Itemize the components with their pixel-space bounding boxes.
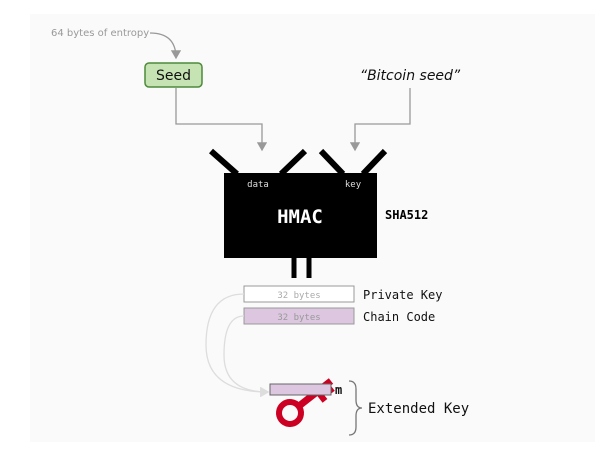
private-key-bytes: 32 bytes xyxy=(277,291,320,301)
key-input-funnel xyxy=(318,148,388,177)
sha512-label: SHA512 xyxy=(385,208,428,222)
bitcoin-seed-to-key-arrow xyxy=(349,88,411,152)
extended-key-level-label: m xyxy=(335,383,342,397)
extended-key-bar xyxy=(269,383,332,396)
extended-key-label: Extended Key xyxy=(368,401,469,417)
seed-box: Seed xyxy=(144,62,203,88)
hmac-block: data key HMAC xyxy=(224,173,377,258)
private-key-label: Private Key xyxy=(363,288,442,302)
bitcoin-seed-label: “Bitcoin seed” xyxy=(360,68,461,84)
seed-label: Seed xyxy=(156,68,191,84)
chain-code-label: Chain Code xyxy=(363,310,435,324)
chain-code-bytes: 32 bytes xyxy=(277,313,320,323)
seed-to-data-arrow xyxy=(175,88,268,152)
hmac-output-legs xyxy=(291,258,312,278)
private-key-row: 32 bytes Private Key xyxy=(243,285,442,303)
entropy-label: 64 bytes of entropy xyxy=(51,28,149,39)
key-icon xyxy=(276,378,335,427)
data-input-funnel xyxy=(209,148,308,177)
hmac-title: HMAC xyxy=(277,206,323,228)
key-port-label: key xyxy=(345,180,362,190)
chain-code-row: 32 bytes Chain Code xyxy=(243,307,435,325)
chain-code-to-extended-arrow xyxy=(223,315,270,398)
entropy-arrow xyxy=(149,32,182,60)
extended-key-brace xyxy=(348,380,363,436)
data-port-label: data xyxy=(247,180,269,190)
private-key-to-extended-arrow xyxy=(205,293,270,398)
